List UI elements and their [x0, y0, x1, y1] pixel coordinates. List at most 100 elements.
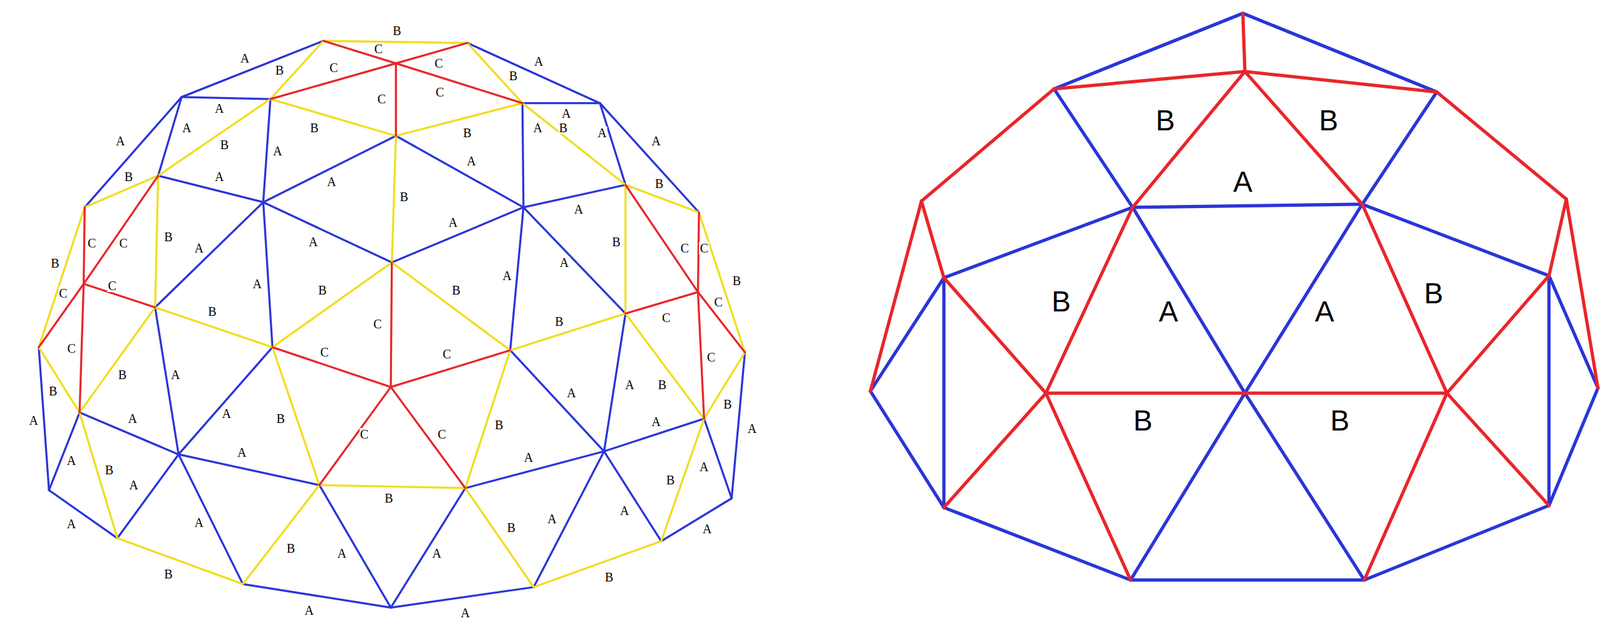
strut-line	[1132, 71, 1245, 208]
strut-line	[79, 283, 84, 413]
strut-line	[661, 418, 704, 542]
strut-label: A	[624, 378, 635, 391]
strut-label: C	[359, 427, 369, 441]
strut-line	[1549, 199, 1567, 276]
strut-line	[272, 346, 320, 485]
strut-line	[523, 207, 626, 314]
strut-line	[117, 454, 179, 538]
strut-line	[1130, 578, 1364, 582]
strut-line	[1053, 88, 1133, 208]
strut-label: C	[328, 61, 339, 74]
strut-label: C	[706, 350, 716, 364]
strut-label: B	[1131, 405, 1155, 435]
strut-label: A	[66, 454, 77, 467]
strut-label: A	[698, 460, 709, 473]
strut-label: A	[1156, 296, 1180, 326]
strut-label: C	[87, 236, 97, 250]
strut-line	[79, 412, 118, 538]
strut-label: A	[701, 522, 713, 535]
strut-line	[698, 212, 745, 352]
strut-label: A	[115, 134, 126, 148]
strut-line	[522, 102, 600, 104]
strut-line	[323, 40, 468, 43]
strut-label: B	[1422, 278, 1446, 308]
strut-line	[83, 175, 159, 284]
strut-line	[921, 201, 944, 278]
strut-label: C	[58, 286, 68, 300]
strut-label: A	[573, 202, 584, 216]
strut-label: B	[392, 24, 402, 37]
strut-label: B	[611, 235, 622, 248]
strut-line	[390, 487, 466, 608]
strut-line	[48, 489, 118, 538]
strut-line	[731, 351, 745, 498]
strut-label: A	[447, 216, 458, 229]
strut-line	[155, 175, 159, 307]
strut-label: B	[383, 491, 394, 505]
strut-line	[242, 484, 320, 584]
strut-label: A	[619, 504, 630, 517]
strut-label: A	[170, 368, 181, 381]
strut-label: A	[181, 121, 192, 135]
strut-line	[242, 583, 391, 607]
strut-label: A	[546, 512, 557, 525]
strut-line	[1130, 392, 1245, 580]
strut-line	[263, 135, 396, 203]
strut-line	[181, 97, 271, 99]
strut-label: A	[303, 603, 314, 617]
strut-line	[117, 537, 243, 584]
strut-label: B	[207, 304, 217, 318]
strut-line	[703, 418, 732, 498]
strut-label: A	[221, 407, 232, 420]
strut-label: A	[1313, 296, 1337, 326]
strut-label: A	[194, 516, 205, 529]
strut-label: C	[713, 295, 723, 309]
strut-line	[943, 277, 1046, 393]
strut-label: A	[431, 546, 442, 560]
strut-line	[83, 207, 86, 284]
strut-label: B	[732, 274, 742, 287]
strut-line	[510, 350, 605, 451]
strut-label: C	[435, 85, 445, 99]
strut-line	[178, 454, 320, 485]
strut-label: B	[451, 283, 461, 297]
strut-line	[390, 262, 393, 388]
strut-label: A	[651, 415, 662, 428]
strut-label: C	[661, 311, 671, 324]
strut-label: A	[559, 256, 570, 269]
strut-label: B	[50, 256, 60, 270]
strut-label: A	[336, 546, 347, 560]
strut-line	[1547, 275, 1551, 506]
strut-line	[158, 97, 182, 176]
strut-label: B	[309, 121, 319, 135]
strut-label: B	[117, 368, 128, 381]
strut-line	[390, 586, 534, 608]
strut-label: C	[433, 56, 444, 70]
strut-line	[1132, 207, 1245, 394]
strut-line	[181, 40, 324, 98]
strut-label: C	[442, 347, 452, 361]
strut-line	[395, 63, 523, 104]
strut-label: B	[1328, 405, 1352, 435]
strut-line	[625, 313, 704, 419]
strut-label: B	[722, 397, 733, 411]
strut-label: A	[66, 517, 77, 530]
strut-line	[1244, 71, 1363, 205]
strut-label: C	[376, 92, 387, 106]
strut-line	[661, 497, 732, 541]
strut-line	[1243, 13, 1245, 72]
strut-line	[38, 346, 49, 490]
strut-line	[392, 262, 511, 351]
strut-line	[319, 484, 391, 608]
strut-label: A	[239, 51, 250, 65]
strut-label: C	[680, 241, 690, 255]
strut-label: A	[326, 175, 337, 188]
strut-line	[604, 313, 626, 451]
strut-label: B	[274, 63, 285, 77]
strut-label: A	[127, 412, 138, 425]
strut-line	[1244, 204, 1363, 393]
strut-line	[272, 346, 391, 388]
strut-line	[83, 283, 156, 307]
strut-line	[319, 387, 391, 485]
